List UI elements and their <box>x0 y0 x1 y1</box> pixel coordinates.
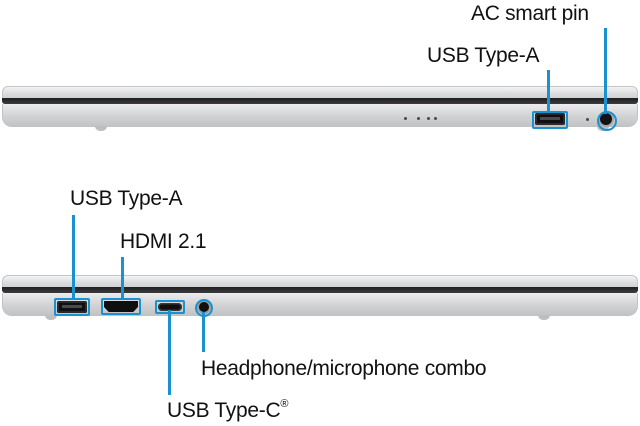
usb-type-a-right-label: USB Type-A <box>427 44 540 67</box>
foot-left <box>45 315 57 320</box>
headphone-mic-label: Headphone/microphone combo <box>201 357 487 380</box>
foot-right <box>538 315 550 320</box>
registered-mark: ® <box>280 398 289 410</box>
hinge-seam <box>2 287 638 293</box>
led-indicator-icon <box>586 118 589 121</box>
usb-type-c-text: USB Type-C <box>167 399 281 422</box>
usb-type-c-label: USB Type-C® <box>167 398 289 422</box>
usb-a-port-icon <box>57 301 87 313</box>
hdmi-highlight <box>101 298 141 315</box>
hdmi-label: HDMI 2.1 <box>120 230 207 253</box>
led-indicator-icon <box>427 117 430 120</box>
usb-a-port-icon <box>535 113 565 125</box>
foot-left <box>95 126 107 131</box>
usb-c-port-icon <box>158 303 182 311</box>
usb-a-right-highlight <box>532 111 568 129</box>
hdmi-port-icon <box>104 301 138 312</box>
hinge-seam <box>2 98 638 104</box>
led-indicator-icon <box>417 117 420 120</box>
laptop-right-side <box>0 86 640 146</box>
audio-jack-highlight <box>195 299 213 317</box>
base <box>2 293 638 316</box>
hdmi-leader <box>121 257 124 300</box>
usb-c-highlight <box>155 300 185 314</box>
led-indicator-icon <box>404 117 407 120</box>
usb-a-left-highlight <box>54 298 90 316</box>
usb-c-leader <box>168 310 171 395</box>
ac-pin-leader <box>604 28 607 114</box>
usb-a-right-leader <box>547 70 550 113</box>
usb-type-a-left-label: USB Type-A <box>70 187 183 210</box>
ac-smart-pin-label: AC smart pin <box>471 2 589 25</box>
audio-jack-leader <box>202 312 205 352</box>
base <box>2 104 638 127</box>
ac-pin-highlight <box>597 111 617 131</box>
led-indicator-icon <box>434 117 437 120</box>
laptop-left-side <box>0 275 640 335</box>
usb-a-left-leader <box>72 215 75 300</box>
